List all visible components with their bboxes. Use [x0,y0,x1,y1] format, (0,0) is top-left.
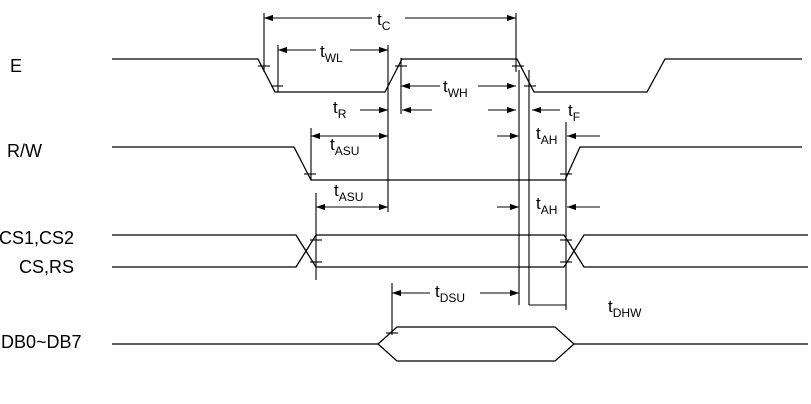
waveform-e [112,58,802,93]
label-twh: tWH [443,77,468,100]
label-tdhw: tDHW [608,297,642,320]
waveform-rw [112,146,802,181]
label-tah-rw: tAH [536,124,557,147]
signal-label-cs1: CS1,CS2 [0,228,74,248]
edge-ticks [258,65,572,334]
waveform-cs-upper [112,234,808,268]
label-tf: tF [568,101,580,124]
label-tasu-rw: tASU [330,135,359,158]
label-tasu-cs: tASU [334,181,363,204]
waveform-db [112,326,808,362]
signal-label-e: E [10,56,22,76]
label-twl: tWL [320,42,343,65]
label-tah-cs: tAH [536,194,557,217]
signal-label-rw: R/W [7,141,42,161]
timing-arrows [264,14,600,306]
label-tdsu: tDSU [435,282,465,305]
signal-label-db: DB0~DB7 [1,332,82,352]
label-tc: tC [377,10,391,33]
signal-label-cs2: CS,RS [19,257,74,277]
label-tr: tR [333,98,347,121]
waveform-cs-lower [112,234,808,268]
